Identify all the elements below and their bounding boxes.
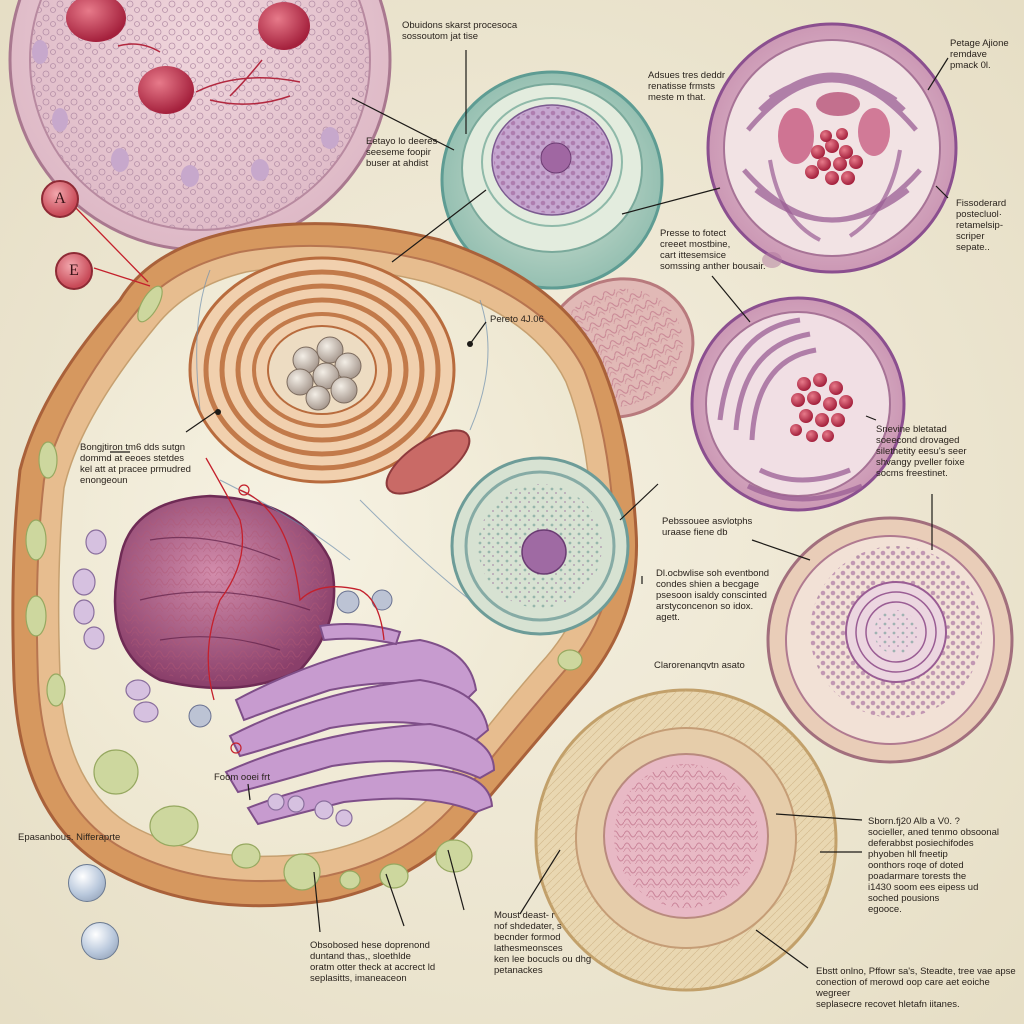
label-center-right: Pebssouee asvlotphs uraase fiene db (662, 516, 753, 538)
nucleus (113, 494, 336, 690)
top-right-cell (706, 22, 958, 274)
label-right-upper: Fissoderard postecluol· retamelsip- scri… (956, 198, 1007, 253)
label-bottom-center: Moust deast- r nof shdedater, s becnder … (494, 910, 592, 976)
label-left-upper: Eetayo lo deeres seeseme foopir buser at… (366, 136, 438, 169)
badge-a: A (41, 180, 79, 218)
label-top-center: Obuidons skarst procesoca sossoutom jat … (402, 20, 518, 42)
label-bottom-right: Ebstt onlno, Pffowr sa's, Steadte, tree … (816, 966, 1016, 1010)
teal-cell (440, 70, 664, 290)
label-center-right-2: Dl.ocbwlise soh eventbond condes shien a… (656, 568, 770, 623)
label-lower-right: Sborn.fj20 Alb a V0. ? socieller, aned t… (868, 816, 999, 915)
bead-lower (81, 922, 119, 960)
leader-lines (110, 50, 949, 969)
label-bottom-left-small: Foom ooei frt (214, 772, 270, 783)
concentric-organelle (188, 256, 456, 484)
label-right-mid: Snevine bletatad soeecond drovaged silet… (876, 424, 967, 479)
label-left-mid: Bongjtiron tm6 dds sutgn dommd at eeoes … (80, 442, 191, 486)
er-stacks (224, 623, 496, 826)
right-purple-cell (690, 296, 906, 512)
bottom-yellow-cell (534, 688, 838, 992)
red-leader-lines (73, 205, 151, 287)
teal-organelle (450, 456, 630, 636)
top-left-cell (8, 0, 392, 252)
label-mid-center: Presse to fotect creeet mostbine, cart i… (660, 228, 766, 272)
label-small-mid: Pereto 4J.06 (490, 314, 544, 325)
label-bottom-center-left: Obsobosed hese doprenond duntand thas,, … (310, 940, 436, 984)
label-top-right: Petage Ajione remdave pmack 0l. (950, 38, 1009, 71)
label-mid-lower-right: Clarorenanqvtn asato (654, 660, 745, 671)
right-lower-cell (766, 516, 1014, 764)
badge-e: E (55, 252, 93, 290)
label-upper-center-right: Adsues tres deddr renatisse frmsts meste… (648, 70, 726, 103)
label-far-left-bottom: Epasanbous. Nifferaprte (18, 832, 121, 843)
main-cell (11, 222, 639, 908)
bead-upper (68, 864, 106, 902)
